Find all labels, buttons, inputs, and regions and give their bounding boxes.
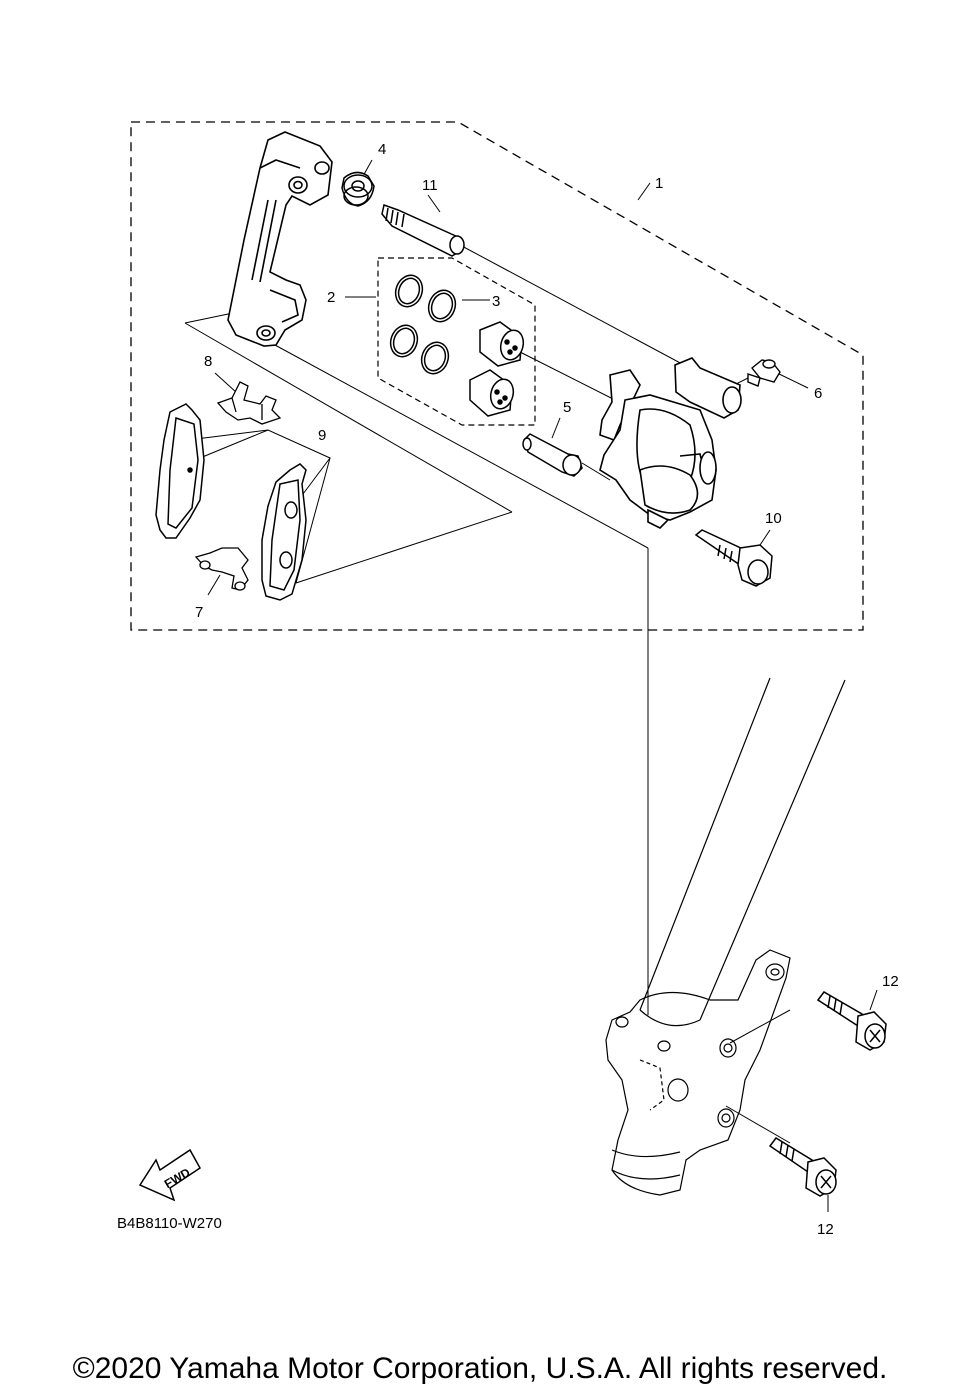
callout-11: 11 [422, 177, 438, 194]
pin-part-5 [522, 433, 583, 477]
caliper-body [599, 357, 742, 529]
pad-spring-part-8 [216, 381, 282, 425]
brake-pad-part-9 [261, 463, 307, 601]
callout-2: 2 [327, 289, 335, 306]
callout-4: 4 [378, 141, 386, 158]
bolt-part-12-upper [816, 991, 887, 1051]
forward-arrow-icon: FWD [138, 1148, 201, 1202]
pin-boot-part-4 [341, 171, 375, 207]
piston-seals-part-2 [389, 274, 457, 375]
callout-1: 1 [655, 175, 663, 192]
callout-12-lower: 12 [817, 1221, 834, 1238]
bolt-part-12-lower [768, 1137, 837, 1197]
callout-7: 7 [195, 604, 203, 621]
caliper-assembly-boundary [130, 121, 864, 631]
callout-10: 10 [765, 510, 782, 527]
brake-pad-left [155, 403, 205, 539]
pistons-part-3 [469, 321, 525, 417]
callout-9: 9 [318, 427, 326, 444]
copyright-notice: ©2020 Yamaha Motor Corporation, U.S.A. A… [72, 1352, 888, 1385]
bleed-screw-part-6 [747, 359, 781, 387]
pin-bolt-part-11 [381, 204, 465, 257]
seal-kit-boundary [377, 257, 536, 426]
callout-6: 6 [814, 385, 822, 402]
callout-12-upper: 12 [882, 973, 899, 990]
fork-leg [605, 677, 846, 1196]
diagram-code: B4B8110-W270 [117, 1215, 222, 1232]
callout-5: 5 [563, 399, 571, 416]
bolt-part-10 [694, 529, 773, 587]
pad-clip-part-7 [194, 547, 249, 591]
parts-diagram: FWD 1 2 3 4 5 6 7 8 9 10 11 12 12 B4B811… [117, 121, 899, 1238]
callout-3: 3 [492, 293, 500, 310]
callout-8: 8 [204, 353, 212, 370]
caliper-bracket [227, 131, 333, 347]
